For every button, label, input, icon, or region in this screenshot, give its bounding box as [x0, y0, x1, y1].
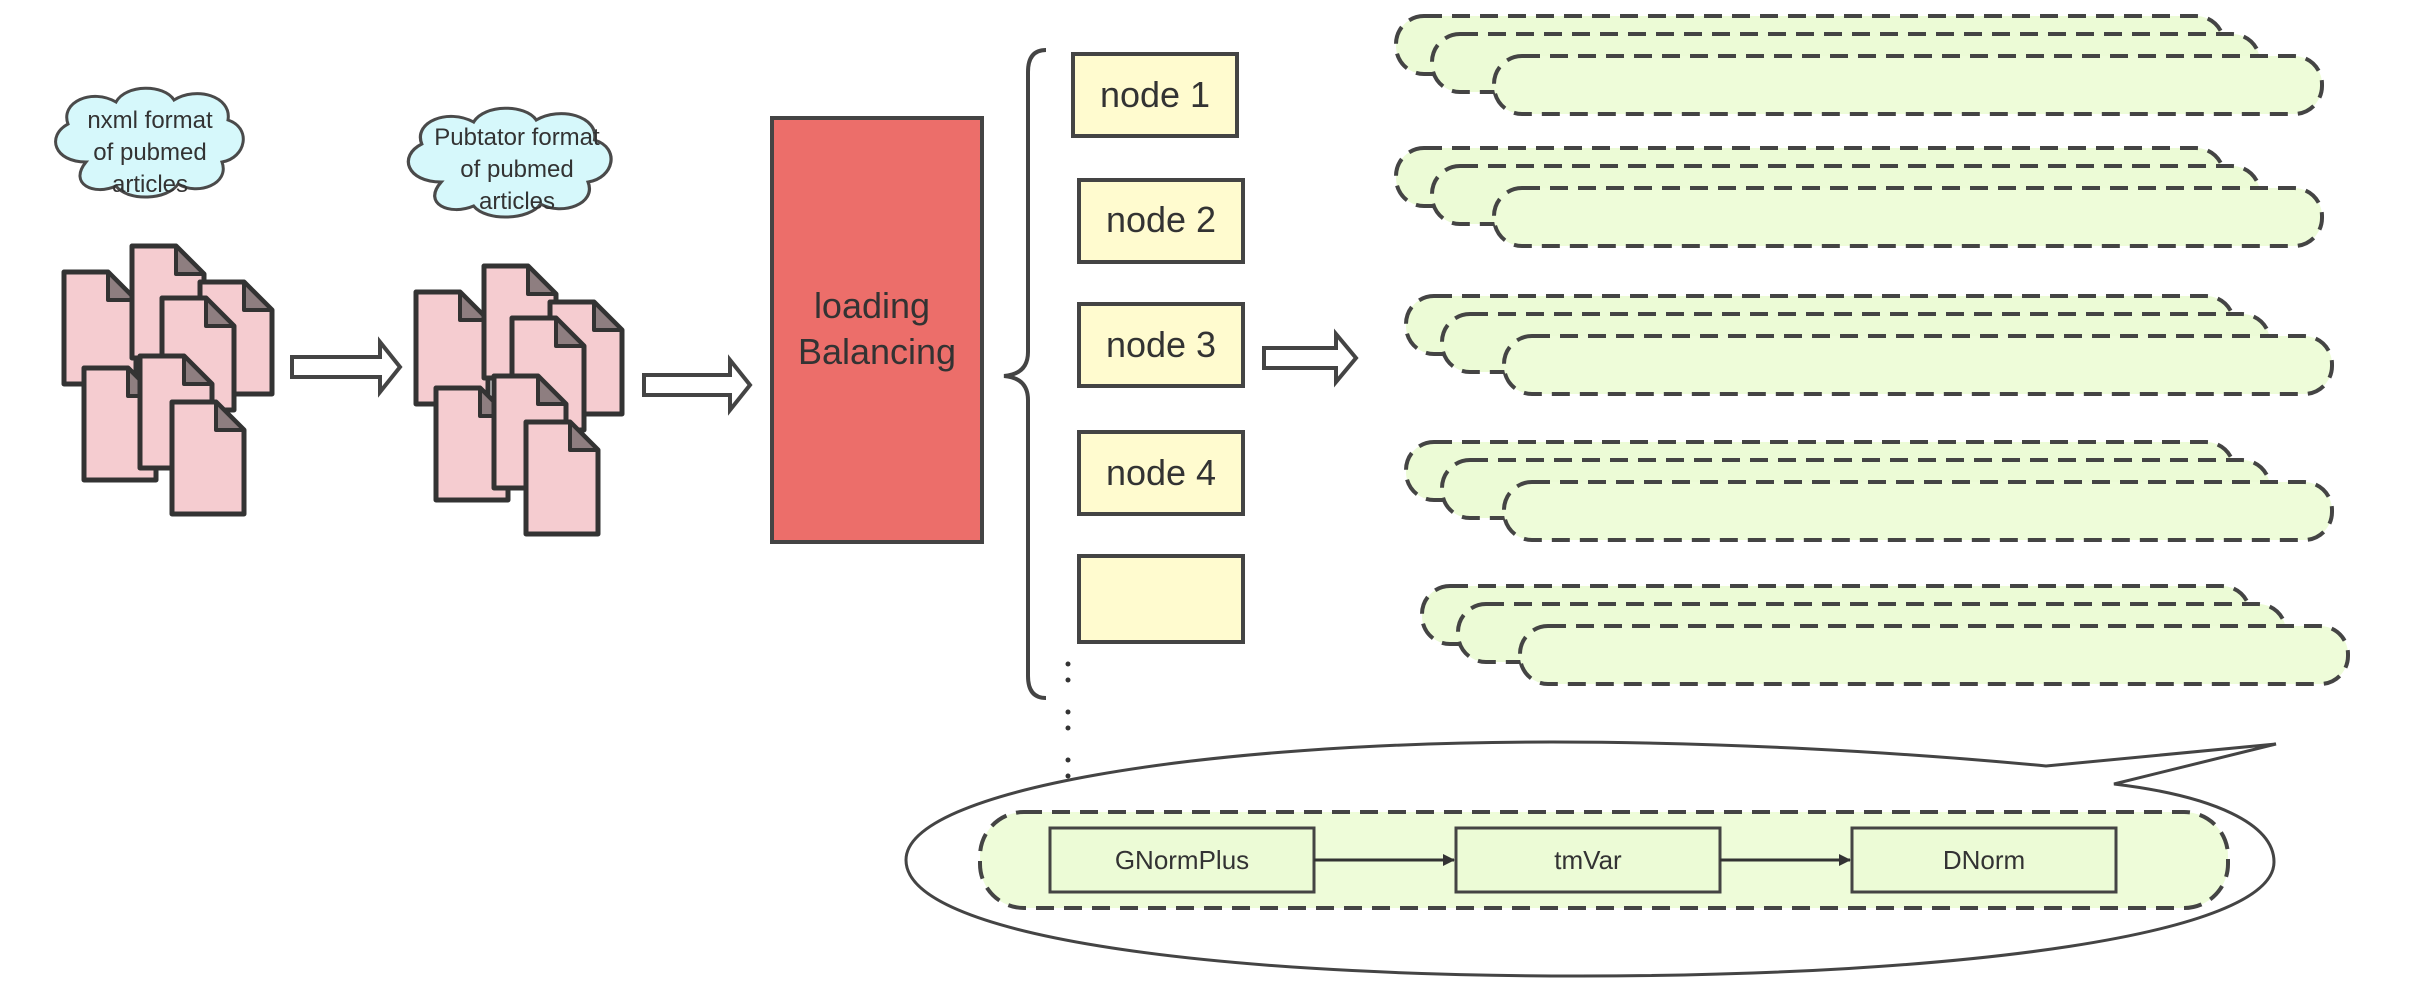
node-item: node 3: [1077, 302, 1245, 388]
hollow-right-arrow-icon: [290, 336, 403, 398]
node-item: [1077, 554, 1245, 644]
node-item: node 2: [1077, 178, 1245, 264]
node-box: [1077, 554, 1245, 644]
tool-tmvar: tmVar: [1454, 826, 1722, 894]
hollow-right-arrow-icon: [1262, 328, 1359, 388]
pipeline-stack: [1404, 440, 2334, 542]
nxml-cloud-label-line-3: articles: [112, 171, 188, 198]
hollow-right-arrow-icon: [642, 354, 753, 416]
pubtator-cloud-label-line-2: of pubmed: [460, 156, 573, 183]
document-stack-icon: [416, 266, 622, 534]
node-label: node 1: [1100, 74, 1210, 115]
node-label: node 3: [1106, 324, 1216, 365]
load-balancer-label-line-2: Balancing: [798, 331, 956, 372]
node-label: node 2: [1106, 199, 1216, 240]
pipeline-detail-callout: GNormPlus tmVar DNorm: [904, 740, 2277, 978]
source-pubtator: Pubtator format of pubmed articles: [406, 106, 622, 534]
node-box: [1071, 52, 1239, 138]
nxml-cloud-label-line-1: nxml format: [87, 107, 213, 134]
load-balancer: loading Balancing: [770, 116, 984, 544]
load-balancer-label-line-1: loading: [814, 285, 930, 326]
node-list: node 1 node 2 node 3 node 4: [1071, 52, 1245, 644]
node-box: [1077, 302, 1245, 388]
tool-dnorm: DNorm: [1850, 826, 2118, 894]
pubtator-cloud-label-line-3: articles: [479, 188, 555, 215]
tool-box: [1850, 826, 2118, 894]
tool-label: GNormPlus: [1115, 845, 1249, 875]
tool-label: DNorm: [1943, 845, 2025, 875]
source-nxml: nxml format of pubmed articles: [54, 86, 272, 514]
nxml-cloud-label-line-2: of pubmed: [93, 139, 206, 166]
pipeline-stack: [1394, 14, 2324, 116]
pipeline-stack: [1394, 146, 2324, 248]
node-label: node 4: [1106, 452, 1216, 493]
tool-box: [1454, 826, 1722, 894]
node-box: [1077, 178, 1245, 264]
pipeline-stack: [1420, 584, 2350, 686]
node-box: [1077, 430, 1245, 516]
tool-box: [1048, 826, 1316, 894]
node-item: node 4: [1077, 430, 1245, 516]
document-stack-icon: [64, 246, 272, 514]
curly-brace-icon: [1003, 48, 1047, 700]
pipeline-stack: [1404, 294, 2334, 396]
load-balancer-box: [770, 116, 984, 544]
pubtator-cloud-label-line-1: Pubtator format: [434, 124, 600, 151]
tool-gnormplus: GNormPlus: [1048, 826, 1316, 894]
node-item: node 1: [1071, 52, 1239, 138]
more-nodes-ellipsis: [1065, 661, 1071, 779]
tool-label: tmVar: [1554, 845, 1622, 875]
